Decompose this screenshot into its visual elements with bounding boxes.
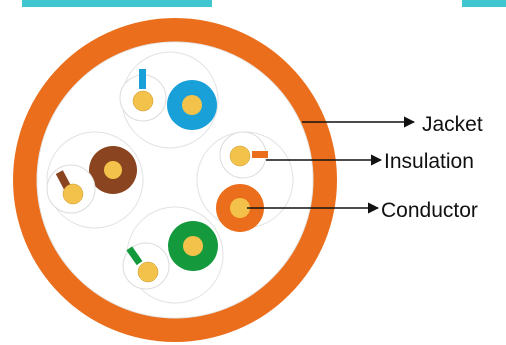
green-stripe [126,246,143,266]
insulation-label: Insulation [384,150,474,173]
green-pair [122,221,218,290]
blue-conductor [182,95,202,115]
conductor-label: Conductor [381,199,478,222]
orange-pair [216,131,268,232]
green-conductor [183,236,203,256]
brown-conductor [104,161,122,179]
cable-core [36,41,314,319]
brown-pair [46,146,137,214]
white-brown-conductor [62,183,84,205]
white-orange-conductor [229,145,251,167]
orange-conductor [230,198,250,218]
orange-stripe [252,151,268,158]
top-accent-bar-left [22,0,212,7]
white-blue-conductor [132,90,154,112]
blue-pair [119,69,217,130]
white-green-conductor [137,261,159,283]
top-accent-bar-right [462,0,506,7]
jacket-label: Jacket [422,113,483,136]
blue-stripe [139,69,146,89]
